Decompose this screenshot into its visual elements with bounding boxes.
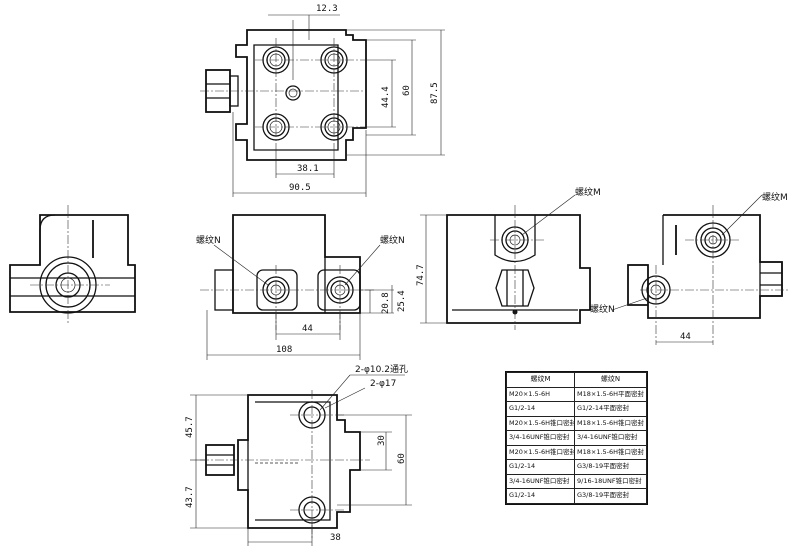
top-dim-60: 60 bbox=[402, 85, 412, 96]
top-dim-87-5: 87.5 bbox=[430, 82, 440, 104]
spec-cell-m: 3/4-16UNF锥口密封 bbox=[506, 473, 575, 489]
far-right-dim-44: 44 bbox=[680, 332, 691, 342]
spec-cell-m: G1/2-14 bbox=[506, 488, 575, 504]
spec-cell-m: G1/2-14 bbox=[506, 459, 575, 475]
bottom-dim-45-7: 45.7 bbox=[185, 416, 195, 438]
far-right-view: 螺纹M 螺纹N 44 bbox=[590, 191, 790, 345]
top-dim-90-5: 90.5 bbox=[289, 183, 311, 193]
far-right-thread-label-top: 螺纹M bbox=[762, 191, 788, 203]
front-view: 螺纹N 螺纹N 20.8 25.4 44 108 bbox=[196, 214, 407, 360]
spec-cell-m: G1/2-14 bbox=[506, 401, 575, 417]
spec-cell-m: M20×1.5-6H锥口密封 bbox=[506, 444, 575, 460]
right-dim-74-7: 74.7 bbox=[416, 264, 426, 286]
left-side-view bbox=[9, 205, 136, 325]
top-view: 12.3 44.4 60 87.5 38.1 90.5 bbox=[200, 4, 445, 197]
spec-cell-n: G1/2-14平面密封 bbox=[574, 401, 647, 417]
top-dim-12-3: 12.3 bbox=[316, 4, 338, 14]
right-view: 螺纹M 74.7 bbox=[416, 186, 601, 330]
spec-header-n: 螺纹N bbox=[574, 372, 647, 388]
spec-cell-m: 3/4-16UNF锥口密封 bbox=[506, 430, 575, 446]
spec-cell-n: 9/16-18UNF锥口密封 bbox=[574, 473, 647, 489]
top-dim-44-4: 44.4 bbox=[381, 86, 391, 108]
right-hex-nut bbox=[495, 269, 535, 307]
spec-cell-n: M18×1.5-6H锥口密封 bbox=[574, 444, 647, 460]
spec-cell-n: M18×1.5-6H平面密封 bbox=[574, 386, 647, 402]
bottom-hole-note-2: 2-φ17 bbox=[370, 379, 396, 389]
spec-cell-n: G3/8-19平面密封 bbox=[574, 488, 647, 504]
bottom-view: 2-φ10.2通孔 2-φ17 45.7 43.7 30 60 38 bbox=[185, 364, 412, 546]
front-thread-label-right: 螺纹N bbox=[380, 234, 405, 246]
front-dim-20-8: 20.8 bbox=[381, 292, 391, 314]
top-center-hole bbox=[285, 85, 301, 101]
right-thread-label: 螺纹M bbox=[575, 186, 601, 198]
bottom-dim-30: 30 bbox=[377, 435, 387, 446]
front-dim-44: 44 bbox=[302, 324, 313, 334]
front-dim-25-4: 25.4 bbox=[397, 290, 407, 312]
spec-header-m: 螺纹M bbox=[506, 372, 575, 388]
top-dim-38-1: 38.1 bbox=[297, 164, 319, 174]
spec-cell-n: M18×1.5-6H锥口密封 bbox=[574, 415, 647, 431]
spec-cell-n: 3/4-16UNF锥口密封 bbox=[574, 430, 647, 446]
spec-cell-n: G3/8-19平面密封 bbox=[574, 459, 647, 475]
bottom-dim-43-7: 43.7 bbox=[185, 486, 195, 508]
front-thread-label-left: 螺纹N bbox=[196, 234, 221, 246]
spec-table-header-row: 螺纹M 螺纹N bbox=[506, 372, 647, 388]
front-dim-108: 108 bbox=[276, 345, 292, 355]
spec-cell-m: M20×1.5-6H锥口密封 bbox=[506, 415, 575, 431]
bottom-dim-38: 38 bbox=[330, 533, 341, 543]
spec-cell-m: M20×1.5-6H bbox=[506, 386, 575, 402]
bottom-hole-note-1: 2-φ10.2通孔 bbox=[355, 364, 408, 375]
bottom-dim-60: 60 bbox=[397, 453, 407, 464]
far-right-thread-label-bottom: 螺纹N bbox=[590, 303, 615, 315]
